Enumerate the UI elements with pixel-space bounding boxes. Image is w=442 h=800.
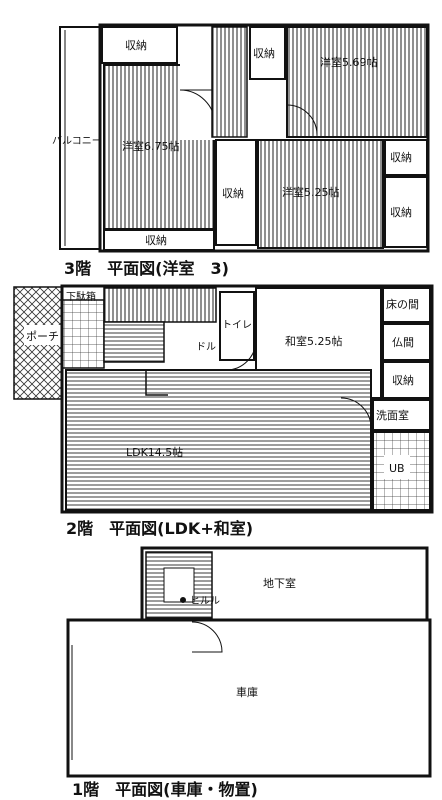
label-garage: 車庫 [236, 685, 258, 699]
label-room-675: 洋室6.75帖 [122, 139, 180, 153]
storage-right-1 [384, 139, 428, 176]
label-storage-right-1: 収納 [390, 151, 412, 164]
storage-mid [215, 139, 257, 246]
room-garage [66, 618, 432, 778]
third-floor-plan [59, 23, 430, 253]
label-butsuma: 仏間 [392, 336, 414, 349]
stairs-2f [103, 287, 217, 323]
label-porch: ポーチ [26, 330, 59, 343]
caption-1f: 1階 平面図(車庫・物置) [72, 780, 258, 799]
label-basement: 地下室 [263, 576, 296, 590]
tokonoma-box [382, 287, 431, 323]
label-tokonoma: 床の間 [386, 297, 419, 311]
washroom-box [372, 399, 431, 431]
storage-right-2 [384, 176, 428, 248]
caption-3f: 3階 平面図(洋室 3) [64, 259, 229, 278]
room-569 [286, 26, 428, 138]
label-wc: ドル [196, 342, 216, 353]
room-ldk [65, 369, 372, 511]
label-toilet: トイレ [222, 320, 252, 331]
room-525 [257, 139, 384, 249]
label-storage-bottom: 収納 [145, 234, 167, 247]
label-room-525: 洋室5.25帖 [282, 185, 340, 199]
caption-2f: 2階 平面図(LDK+和室) [66, 519, 253, 538]
label-storage-right-2: 収納 [390, 206, 412, 219]
label-shoebox: 下駄箱 [66, 290, 96, 303]
storage-top-left [101, 26, 178, 64]
label-room-569: 洋室5.69帖 [320, 55, 378, 69]
butsuma-box [382, 323, 431, 361]
label-el: ヒルル [190, 595, 220, 607]
label-ub: UB [389, 462, 405, 475]
label-storage-2f: 収納 [392, 374, 414, 387]
label-balcony: バルコニー [52, 135, 102, 147]
label-storage-mid: 収納 [222, 187, 244, 200]
label-storage-top-left: 収納 [125, 39, 147, 52]
storage-bottom [103, 229, 215, 251]
second-floor-plan [13, 284, 434, 514]
balcony-area [59, 26, 101, 250]
toilet-room [219, 291, 255, 361]
storage-top-mid [249, 26, 286, 80]
storage-2f-box [382, 361, 431, 399]
label-washroom: 洗面室 [376, 408, 409, 422]
label-ldk: LDK14.5帖 [126, 446, 183, 459]
label-washitsu: 和室5.25帖 [285, 334, 343, 348]
label-storage-top-mid: 収納 [253, 47, 275, 60]
first-floor-plan [66, 546, 432, 778]
